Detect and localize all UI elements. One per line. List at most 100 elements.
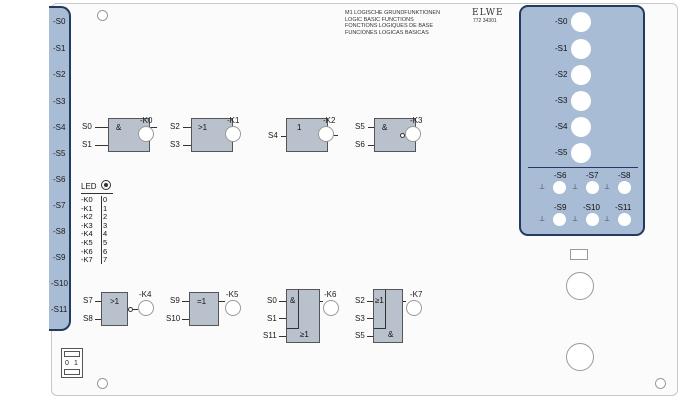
gate7-input2-wire <box>367 318 373 319</box>
push-button-s5[interactable] <box>571 143 591 163</box>
strip-label-s4: -S4 <box>53 123 66 132</box>
led-row-val: 3 <box>103 220 108 230</box>
push-button-s3[interactable] <box>571 91 591 111</box>
gate5-input1-wire <box>182 301 189 302</box>
led-row-val: 6 <box>103 246 108 256</box>
gate7-input3-label: S5 <box>355 331 365 340</box>
mounting-hole <box>97 378 108 389</box>
or-and-gate-k7: ≥1 & <box>373 289 403 343</box>
switch-label-s11: -S11 <box>615 203 632 212</box>
push-button-s2[interactable] <box>571 65 591 85</box>
switch-symbol-icon: ⊥ <box>539 216 546 223</box>
switch-symbol-icon: ⊥ <box>572 216 579 223</box>
gate1-symbol: >1 <box>198 123 208 132</box>
gate7-inner-block <box>374 290 386 329</box>
gate1-output-label: -K1 <box>227 116 240 125</box>
gate5-symbol: =1 <box>197 297 207 306</box>
toggle-switch-s7[interactable] <box>586 181 599 194</box>
switch-label-strip <box>49 6 71 331</box>
switch-symbol-icon: ⊥ <box>604 216 611 223</box>
gate6-input1-wire <box>279 301 286 302</box>
gate4-input2-label: S8 <box>83 314 93 323</box>
gate0-input2-label: S1 <box>82 140 92 149</box>
power-socket[interactable] <box>566 343 594 371</box>
gate2-input1-wire <box>281 136 286 137</box>
lamp-k6 <box>323 300 339 316</box>
gate3-input2-label: S6 <box>355 140 365 149</box>
push-button-s1[interactable] <box>571 39 591 59</box>
digit-logo-box: 0 1 <box>61 348 83 378</box>
switch-label-s6: -S6 <box>554 171 567 180</box>
lamp-k1 <box>225 126 241 142</box>
gate6-input2-label: S1 <box>267 314 277 323</box>
switch-label-s9: -S9 <box>554 203 567 212</box>
gate6-input3-label: S11 <box>263 331 277 340</box>
push-button-s0[interactable] <box>571 12 591 32</box>
gate5-output-label: -K5 <box>226 290 239 299</box>
led-row-val: 5 <box>103 237 108 247</box>
gate7-input3-wire <box>367 336 373 337</box>
strip-label-s11: -S11 <box>51 305 68 314</box>
push-button-s4[interactable] <box>571 117 591 137</box>
strip-label-s0: -S0 <box>53 17 66 26</box>
gate4-output-label: -K4 <box>139 290 152 299</box>
gate6-output-label: -K6 <box>324 290 337 299</box>
gate6-inner-block <box>287 290 299 329</box>
mounting-hole <box>655 378 666 389</box>
part-number: 772 34301 <box>473 18 497 24</box>
gate3-output-label: -K3 <box>410 116 423 125</box>
gate4-output-wire <box>133 309 138 310</box>
gate6-input1-label: S0 <box>267 296 277 305</box>
led-row-val: 1 <box>103 203 108 213</box>
toggle-switch-s11[interactable] <box>618 213 631 226</box>
gate6-symbol-bottom: ≥1 <box>300 330 309 339</box>
strip-label-s9: -S9 <box>53 253 66 262</box>
button-label-s2: -S2 <box>555 70 568 79</box>
switch-symbol-icon: ⊥ <box>604 184 611 191</box>
power-socket[interactable] <box>566 272 594 300</box>
title-line-es: FUNCIONES LOGICAS BASICAS <box>345 29 429 36</box>
gate2-symbol: 1 <box>297 123 302 132</box>
led-row-val: 0 <box>103 195 108 204</box>
strip-label-s1: -S1 <box>53 44 66 53</box>
led-row-val: 2 <box>103 212 108 222</box>
gate5-input2-label: S10 <box>166 314 181 323</box>
led-row-key: -K1 <box>81 203 93 213</box>
button-label-s3: -S3 <box>555 96 568 105</box>
toggle-switch-s10[interactable] <box>586 213 599 226</box>
gate5-input2-wire <box>182 319 189 320</box>
toggle-switch-s9[interactable] <box>553 213 566 226</box>
led-row-key: -K3 <box>81 220 93 230</box>
strip-label-s2: -S2 <box>53 70 66 79</box>
button-label-s5: -S5 <box>555 148 568 157</box>
switch-symbol-icon: ⊥ <box>572 184 579 191</box>
toggle-switch-s6[interactable] <box>553 181 566 194</box>
gate7-input1-label: S2 <box>355 296 365 305</box>
logo-digit-0: 0 <box>65 360 69 367</box>
gate0-input1-label: S0 <box>82 122 92 131</box>
gate1-input2-wire <box>183 145 191 146</box>
led-row-val: 4 <box>103 229 108 239</box>
gate0-output-label: -K0 <box>140 116 153 125</box>
toggle-switch-s8[interactable] <box>618 181 631 194</box>
module-title: M1 LOGISCHE GRUNDFUNKTIONEN LOGIC BASIC … <box>345 10 440 36</box>
gate0-symbol: & <box>116 123 122 132</box>
gate7-output-wire <box>403 301 406 302</box>
gate2-output-wire <box>332 135 338 136</box>
lamp-k0 <box>138 126 154 142</box>
title-line-fr: FONCTIONS LOGIQUES DE BASE <box>345 23 434 30</box>
gate6-symbol-top: & <box>290 296 296 305</box>
led-row-key: -K7 <box>81 255 93 265</box>
switch-label-s10: -S10 <box>583 203 600 212</box>
strip-label-s7: -S7 <box>53 201 66 210</box>
led-row-key: -K0 <box>81 195 93 204</box>
gate1-input2-label: S3 <box>170 140 180 149</box>
gate7-symbol-bottom: & <box>388 330 394 339</box>
led-row-key: -K6 <box>81 246 93 256</box>
gate7-output-label: -K7 <box>410 290 423 299</box>
logo-digit-1: 1 <box>74 360 78 367</box>
strip-label-s3: -S3 <box>53 97 66 106</box>
led-row-val: 7 <box>103 255 108 265</box>
gate0-output-wire <box>150 127 157 128</box>
